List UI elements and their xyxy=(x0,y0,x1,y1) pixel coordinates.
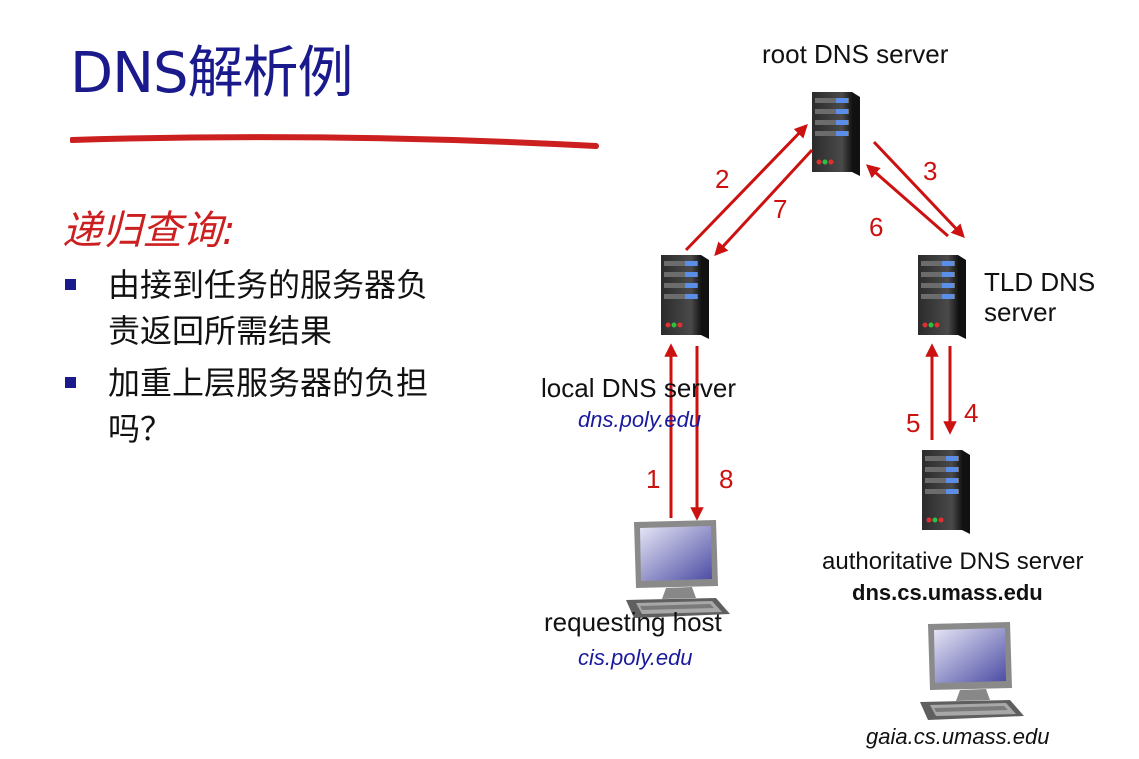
requesting-host-name: cis.poly.edu xyxy=(578,645,693,670)
step-label-2: 2 xyxy=(715,164,730,194)
arrow-step-7 xyxy=(714,148,814,256)
page-title: DNS解析例 xyxy=(70,41,354,106)
step-label-1: 1 xyxy=(646,464,661,494)
local-server-label: local DNS server xyxy=(541,373,737,403)
step-label-8: 8 xyxy=(719,464,734,494)
gaia-host-computer-icon xyxy=(920,622,1024,720)
step-label-6: 6 xyxy=(869,212,884,242)
step-label-7: 7 xyxy=(773,194,788,224)
step-label-4: 4 xyxy=(964,398,979,428)
gaia-host-name: gaia.cs.umass.edu xyxy=(866,724,1050,749)
arrow-step-3 xyxy=(872,140,965,238)
local-dns-server-icon xyxy=(661,255,709,339)
authoritative-dns-server-icon xyxy=(922,450,970,534)
title-underline xyxy=(70,134,599,149)
bullet-square-icon xyxy=(65,377,76,388)
step-label-5: 5 xyxy=(906,408,921,438)
tld-server-label-line1: TLD DNS xyxy=(984,267,1096,297)
bullet-item: 由接到任务的服务器负责返回所需结果 xyxy=(62,262,442,354)
tld-server-label-line2: server xyxy=(984,297,1057,327)
tld-dns-server-icon xyxy=(918,255,966,339)
bullet-square-icon xyxy=(65,279,76,290)
bullet-text: 由接到任务的服务器负责返回所需结果 xyxy=(108,266,429,350)
bullet-text: 加重上层服务器的负担吗？ xyxy=(108,364,429,448)
requesting-host-computer-icon xyxy=(626,520,730,618)
root-dns-server-icon xyxy=(812,92,860,176)
requesting-host-label: requesting host xyxy=(544,607,722,637)
arrow-step-2 xyxy=(684,124,808,252)
local-server-host: dns.poly.edu xyxy=(578,407,702,432)
bullet-item: 加重上层服务器的负担吗？ xyxy=(62,360,442,452)
bullet-list: 由接到任务的服务器负责返回所需结果 加重上层服务器的负担吗？ xyxy=(62,262,442,458)
arrow-step-6 xyxy=(865,164,949,238)
section-subtitle: 递归查询: xyxy=(62,208,236,254)
step-label-3: 3 xyxy=(923,156,938,186)
authoritative-server-host: dns.cs.umass.edu xyxy=(852,580,1043,605)
root-server-label: root DNS server xyxy=(762,39,949,69)
authoritative-server-label: authoritative DNS server xyxy=(822,548,1084,575)
